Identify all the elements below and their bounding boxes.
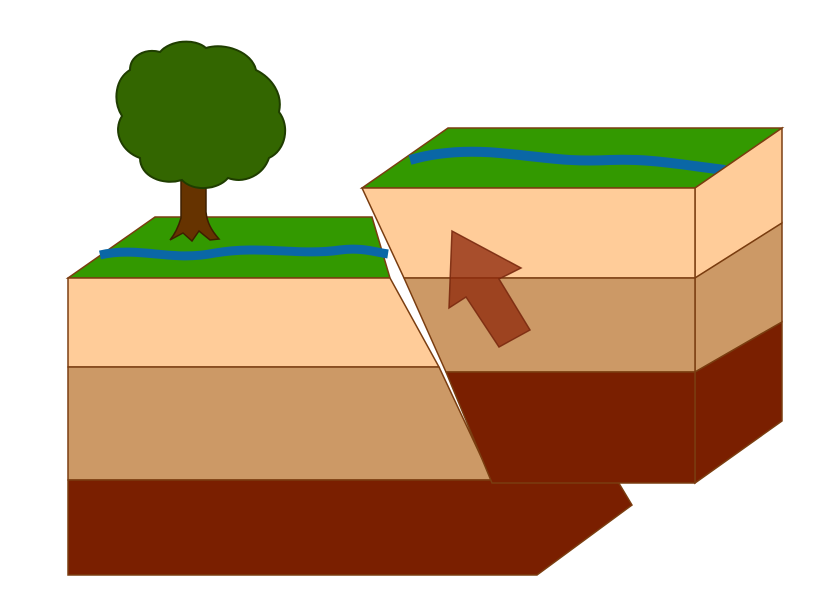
tree-trunk (169, 169, 221, 243)
hanging-wall-layer-top (360, 187, 696, 279)
hanging-wall-layer-bottom (444, 371, 696, 484)
hanging-wall-river (408, 146, 726, 175)
footwall-layer-top (67, 277, 441, 368)
tree-icon (115, 40, 287, 243)
footwall-block (65, 216, 633, 576)
tree-foliage (115, 40, 287, 189)
footwall-layer-middle (67, 366, 494, 481)
uplift-arrow-icon (448, 229, 532, 348)
footwall-river (99, 244, 389, 261)
footwall-layer-bottom (67, 479, 633, 576)
hanging-wall-layer-middle (402, 277, 696, 373)
hanging-wall-block (359, 126, 785, 485)
